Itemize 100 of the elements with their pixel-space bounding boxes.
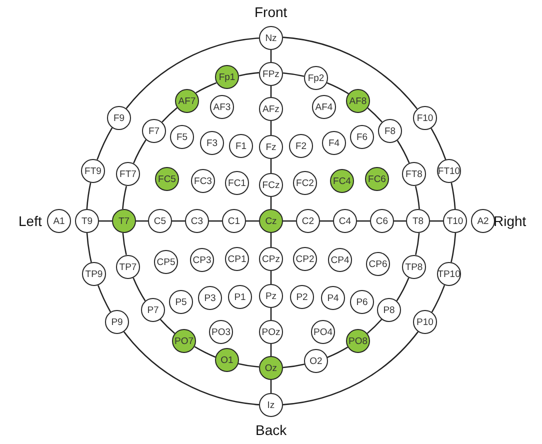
connector-line bbox=[414, 186, 420, 210]
electrode-position: Oz bbox=[259, 356, 283, 380]
electrode-position: C2 bbox=[296, 209, 320, 233]
electrode-position: AF4 bbox=[312, 95, 336, 119]
connector-line bbox=[270, 197, 272, 209]
connector-line bbox=[132, 278, 146, 302]
connector-line bbox=[270, 380, 272, 393]
connector-line bbox=[270, 308, 272, 320]
electrode-position: TP7 bbox=[116, 255, 140, 279]
electrode-position: T7 bbox=[112, 209, 136, 233]
connector-line bbox=[327, 346, 348, 358]
connector-line bbox=[194, 346, 216, 358]
electrode-position: AF7 bbox=[175, 89, 199, 113]
electrode-position: A2 bbox=[471, 209, 495, 233]
connector-line bbox=[326, 82, 349, 94]
connector-line bbox=[172, 220, 185, 222]
electrode-position: PO8 bbox=[346, 329, 370, 353]
orientation-label: Left bbox=[18, 213, 42, 229]
electrode-position: T9 bbox=[75, 209, 99, 233]
electrode-position: CP2 bbox=[293, 247, 317, 271]
connector-line bbox=[450, 182, 456, 210]
connector-line bbox=[162, 107, 178, 123]
connector-line bbox=[122, 186, 128, 210]
electrode-position: Fz bbox=[259, 135, 283, 159]
electrode-position: FT9 bbox=[81, 159, 105, 183]
electrode-position: POz bbox=[259, 320, 283, 344]
electrode-position: F10 bbox=[413, 106, 437, 130]
electrode-position: Fp2 bbox=[304, 66, 328, 90]
connector-line bbox=[136, 220, 148, 222]
electrode-position: P9 bbox=[105, 310, 129, 334]
electrode-position: Nz bbox=[259, 26, 283, 50]
connector-line bbox=[430, 128, 446, 160]
connector-line bbox=[320, 220, 333, 222]
electrode-position: FC5 bbox=[155, 167, 179, 191]
electrode-position: F9 bbox=[107, 106, 131, 130]
connector-line bbox=[124, 331, 260, 406]
electrode-position: P2 bbox=[290, 285, 314, 309]
connector-line bbox=[133, 140, 146, 164]
connector-line bbox=[431, 284, 446, 312]
electrode-position: TP9 bbox=[82, 262, 106, 286]
electrode-position: PO4 bbox=[311, 320, 335, 344]
connector-line bbox=[394, 220, 406, 222]
electrode-position: AFz bbox=[259, 97, 283, 121]
connector-line bbox=[396, 140, 410, 164]
electrode-position: F7 bbox=[142, 119, 166, 143]
electrode-position: FC3 bbox=[191, 169, 215, 193]
connector-line bbox=[238, 72, 260, 76]
electrode-position: PO7 bbox=[172, 329, 196, 353]
connector-line bbox=[357, 220, 370, 222]
electrode-position: F4 bbox=[322, 131, 346, 155]
connector-line bbox=[99, 220, 112, 222]
connector-line bbox=[450, 232, 456, 262]
connector-line bbox=[86, 182, 92, 210]
electrode-position: F6 bbox=[350, 125, 374, 149]
electrode-position: P3 bbox=[198, 286, 222, 310]
electrode-position: C3 bbox=[185, 209, 209, 233]
connector-line bbox=[270, 121, 272, 135]
electrode-position: F8 bbox=[378, 119, 402, 143]
electrode-position: Cz bbox=[259, 209, 283, 233]
electrode-position: FC2 bbox=[293, 171, 317, 195]
electrode-position: Iz bbox=[259, 393, 283, 417]
connector-line bbox=[367, 108, 382, 122]
electrode-position: P4 bbox=[321, 286, 345, 310]
electrode-position: TP8 bbox=[402, 255, 426, 279]
connector-line bbox=[96, 127, 113, 160]
connector-line bbox=[282, 364, 305, 368]
electrode-position: Fp1 bbox=[215, 65, 239, 89]
connector-line bbox=[283, 220, 296, 222]
connector-line bbox=[415, 232, 420, 256]
connector-line bbox=[282, 72, 304, 77]
connector-line bbox=[86, 232, 92, 262]
electrode-position: P10 bbox=[413, 310, 437, 334]
electrode-position: P7 bbox=[141, 298, 165, 322]
electrode-position: FPz bbox=[259, 62, 283, 86]
connector-line bbox=[98, 285, 112, 312]
electrode-position: C5 bbox=[148, 209, 172, 233]
connector-line bbox=[396, 278, 410, 302]
electrode-position: CP4 bbox=[328, 248, 352, 272]
connector-line bbox=[430, 220, 443, 222]
electrode-position: CP3 bbox=[190, 248, 214, 272]
connector-line bbox=[270, 86, 272, 97]
electrode-position: CPz bbox=[259, 247, 283, 271]
electrode-position: Pz bbox=[259, 284, 283, 308]
electrode-position: C4 bbox=[333, 209, 357, 233]
connector-line bbox=[270, 233, 272, 247]
connector-line bbox=[160, 318, 176, 334]
connector-line bbox=[282, 331, 418, 406]
connector-line bbox=[270, 271, 272, 284]
electrode-position: T10 bbox=[443, 209, 467, 233]
electrode-position: T8 bbox=[406, 209, 430, 233]
electrode-position: FC6 bbox=[365, 167, 389, 191]
electrode-position: A1 bbox=[47, 209, 71, 233]
orientation-label: Right bbox=[494, 213, 526, 229]
electrode-position: FT8 bbox=[402, 162, 426, 186]
electrode-position: F3 bbox=[200, 131, 224, 155]
connector-line bbox=[282, 36, 418, 110]
connector-line bbox=[246, 220, 259, 222]
electrode-position: AF8 bbox=[346, 89, 370, 113]
connector-line bbox=[270, 344, 272, 356]
electrode-position: FC4 bbox=[330, 169, 354, 193]
